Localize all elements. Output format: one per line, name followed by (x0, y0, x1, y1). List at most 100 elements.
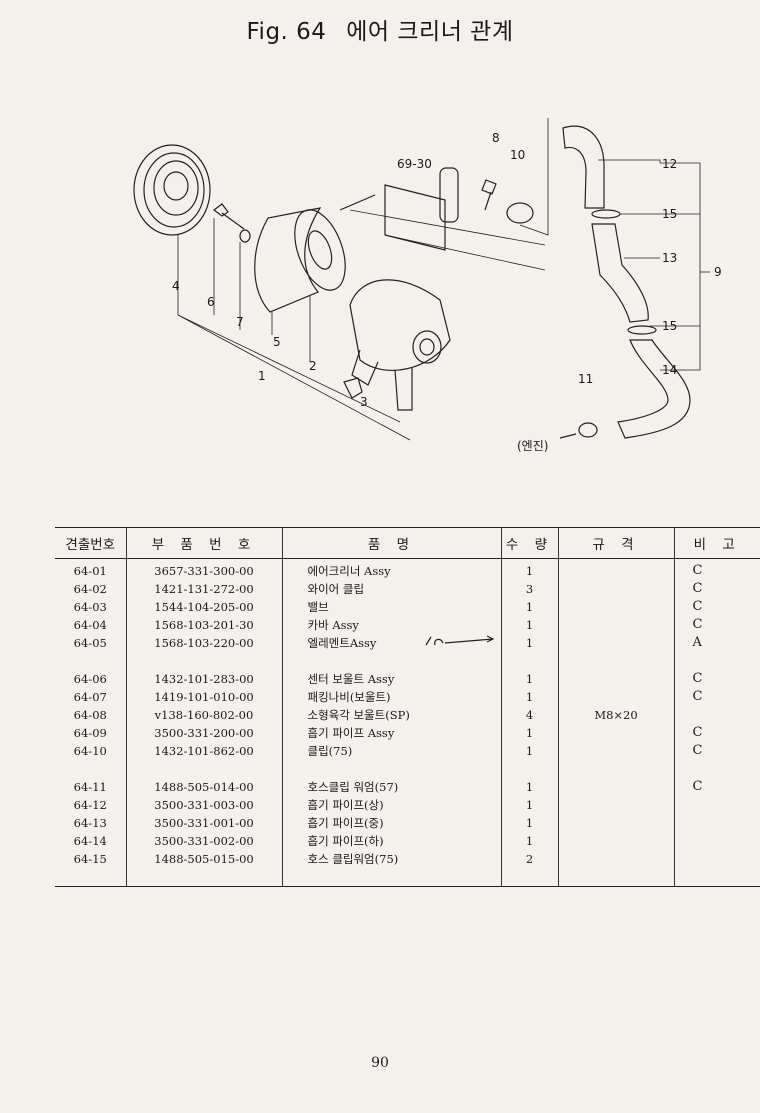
wing-bolt (213, 203, 245, 230)
cell-name: 에어크리너 Assy (281, 558, 501, 580)
callout-8: 8 (492, 131, 500, 145)
cell-qty: 1 (500, 796, 558, 814)
callout-5: 5 (273, 335, 281, 349)
cell-name: 클립(75) (281, 742, 501, 760)
valve (343, 377, 363, 399)
cell-part: 1432-101-862-00 (125, 742, 282, 760)
page-title: Fig. 64 에어 크리너 관계 (0, 12, 760, 46)
intake-pipe-upper (562, 125, 605, 209)
cell-note (673, 832, 760, 850)
callout-9: 9 (714, 265, 722, 279)
cell-part: 1488-505-015-00 (125, 850, 282, 868)
empty-cell (673, 868, 760, 887)
spacer-cell (500, 652, 558, 670)
callout-7: 7 (236, 315, 244, 329)
callout-2: 2 (309, 359, 317, 373)
cell-part: v138-160-802-00 (125, 706, 282, 724)
cell-no: 64-12 (73, 798, 107, 812)
spacer-cell (281, 760, 501, 778)
cell-name: 카바 Assy (281, 616, 501, 634)
callout-12: 12 (662, 157, 677, 171)
spacer-cell (500, 760, 558, 778)
cell-qty: 2 (500, 850, 558, 868)
cell-spec (557, 778, 674, 796)
cell-no: 64-15 (73, 852, 107, 866)
cell-qty: 1 (500, 558, 558, 580)
cell-name: 호스클립 워엄(57) (281, 778, 501, 796)
header-note: 비 고 (673, 527, 760, 559)
cell-no: 64-11 (73, 780, 107, 794)
cell-qty: 1 (500, 832, 558, 850)
empty-cell (500, 868, 558, 887)
empty-cell (125, 868, 282, 887)
callout-6: 6 (207, 295, 215, 309)
cell-part: 1568-103-201-30 (125, 616, 282, 634)
cell-name: 밸브 (281, 598, 501, 616)
cell-note (673, 706, 760, 724)
table-header-row: 견출번호 부 품 번 호 품 명 수 량 규 격 비 고 (55, 527, 760, 559)
callout-14: 14 (662, 363, 677, 377)
callout-69-30: 69-30 (397, 157, 432, 171)
spacer-cell (673, 760, 760, 778)
figure-name: 에어 크리너 관계 (346, 19, 514, 45)
cell-note (673, 850, 760, 868)
cell-qty: 1 (500, 598, 558, 616)
header-index: 견출번호 (55, 527, 126, 559)
cell-no: 64-05 (73, 636, 107, 650)
cell-note: C (673, 778, 760, 796)
cell-part: 3500-331-200-00 (125, 724, 282, 742)
cell-spec (557, 724, 674, 742)
spacer-cell (557, 652, 674, 670)
cell-note: A (673, 634, 760, 652)
cell-part: 3657-331-300-00 (125, 558, 282, 580)
cell-qty: 1 (500, 724, 558, 742)
filter-element (254, 207, 322, 313)
spacer-cell (673, 652, 760, 670)
cell-note: C (673, 688, 760, 706)
cell-spec (557, 634, 674, 652)
cell-spec (557, 598, 674, 616)
bracket (339, 184, 446, 251)
callout-3: 3 (360, 395, 368, 409)
cell-qty: 1 (500, 778, 558, 796)
empty-cell (281, 868, 501, 887)
cell-part: 1488-505-014-00 (125, 778, 282, 796)
exploded-diagram: 1 2 3 4 5 6 7 8 69-30 10 11 12 15 13 9 1… (133, 118, 722, 453)
cell-spec (557, 580, 674, 598)
cell-name: 소형육각 보울트(SP) (281, 706, 501, 724)
cell-spec (557, 796, 674, 814)
spacer-cell (125, 760, 282, 778)
header-part-name: 품 명 (281, 527, 501, 559)
cell-spec (557, 558, 674, 580)
cell-part: 3500-331-003-00 (125, 796, 282, 814)
cell-spec (557, 742, 674, 760)
cell-no: 64-02 (73, 582, 107, 596)
cell-no: 64-03 (73, 600, 107, 614)
cover-disc (133, 144, 211, 236)
cell-name: 센터 보울트 Assy (281, 670, 501, 688)
cell-part: 3500-331-002-00 (125, 832, 282, 850)
cell-name: 흡기 파이프 Assy (281, 724, 501, 742)
intake-pipe-lower (617, 339, 691, 439)
spacer-cell (55, 760, 126, 778)
cell-note: C (673, 558, 760, 580)
callout-13: 13 (662, 251, 677, 265)
cell-spec (557, 688, 674, 706)
cell-note: C (673, 742, 760, 760)
intake-pipe-middle (591, 223, 649, 323)
cell-qty: 1 (500, 634, 558, 652)
washer (239, 229, 251, 243)
spacer-cell (55, 652, 126, 670)
cell-spec (557, 832, 674, 850)
spacer-cell (281, 652, 501, 670)
cell-no: 64-10 (73, 744, 107, 758)
cell-name: 와이어 클립 (281, 580, 501, 598)
hose-clip (578, 422, 598, 438)
